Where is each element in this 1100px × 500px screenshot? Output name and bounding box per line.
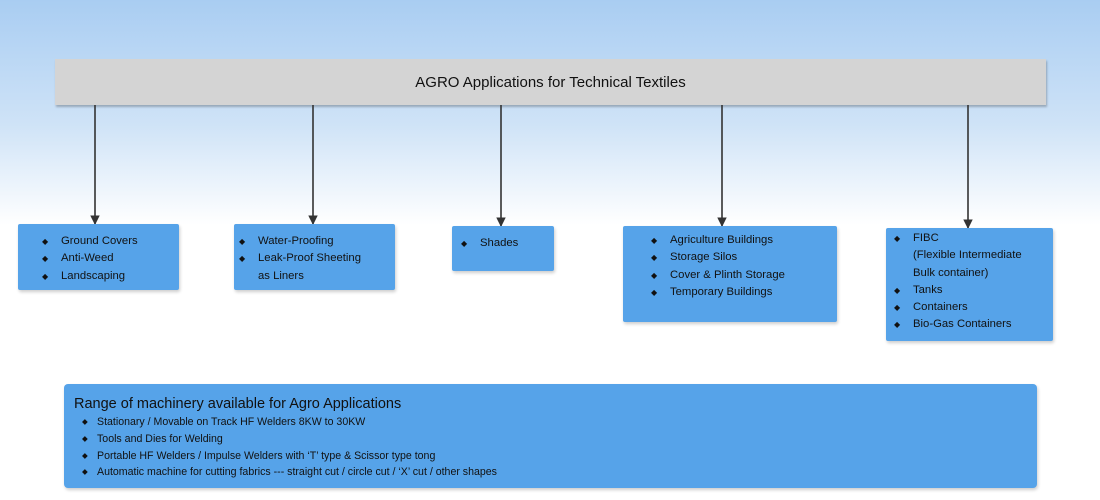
machinery-item: ◆Tools and Dies for Welding	[74, 431, 1037, 448]
list-item: ◆Temporary Buildings	[649, 284, 837, 301]
list-item: ◆Shades	[459, 235, 554, 252]
diamond-bullet-icon: ◆	[651, 253, 658, 263]
category-box-3: ◆Shades	[452, 226, 554, 271]
machinery-title: Range of machinery available for Agro Ap…	[74, 396, 402, 412]
list-item: ◆Landscaping	[40, 268, 179, 285]
diamond-bullet-icon: ◆	[894, 303, 901, 313]
diamond-bullet-icon: ◆	[82, 433, 88, 443]
category-box-5: ◆FIBC (Flexible Intermediate Bulk contai…	[886, 228, 1053, 341]
list-item-continuation: as Liners	[258, 269, 304, 282]
machinery-item: ◆Automatic machine for cutting fabrics -…	[74, 464, 1037, 481]
category-box-1: ◆Ground Covers ◆Anti-Weed ◆Landscaping	[18, 224, 179, 290]
diamond-bullet-icon: ◆	[894, 320, 901, 330]
machinery-item: ◆Portable HF Welders / Impulse Welders w…	[74, 448, 1037, 465]
diamond-bullet-icon: ◆	[651, 270, 658, 280]
diamond-bullet-icon: ◆	[239, 254, 246, 264]
diamond-bullet-icon: ◆	[651, 287, 658, 297]
diamond-bullet-icon: ◆	[82, 417, 88, 426]
diamond-bullet-icon: ◆	[894, 285, 901, 295]
list-item: ◆Cover & Plinth Storage	[649, 267, 837, 284]
diamond-bullet-icon: ◆	[42, 271, 49, 281]
list-item: ◆Leak-Proof Sheeting	[237, 250, 395, 267]
list-item: ◆Containers	[892, 299, 1053, 316]
list-item: ◆FIBC	[892, 230, 1053, 247]
list-item: ◆Water-Proofing	[237, 233, 395, 250]
diamond-bullet-icon: ◆	[461, 239, 468, 248]
list-item: ◆Tanks	[892, 282, 1053, 299]
diamond-bullet-icon: ◆	[42, 237, 49, 246]
diamond-bullet-icon: ◆	[42, 254, 49, 264]
diamond-bullet-icon: ◆	[82, 450, 88, 460]
list-item: ◆Bio-Gas Containers	[892, 316, 1053, 333]
machinery-item: ◆Stationary / Movable on Track HF Welder…	[74, 414, 1037, 431]
list-item: ◆Anti-Weed	[40, 250, 179, 267]
category-box-2: ◆Water-Proofing ◆Leak-Proof Sheeting as …	[234, 224, 395, 290]
list-item: ◆Ground Covers	[40, 233, 179, 250]
diagram-title-text: AGRO Applications for Technical Textiles	[415, 73, 686, 91]
category-box-4: ◆Agriculture Buildings ◆Storage Silos ◆C…	[623, 226, 837, 322]
diamond-bullet-icon: ◆	[82, 467, 88, 477]
diagram-title: AGRO Applications for Technical Textiles	[55, 59, 1046, 105]
machinery-box: Range of machinery available for Agro Ap…	[64, 384, 1037, 488]
list-item-continuation: (Flexible Intermediate	[913, 249, 1022, 262]
diamond-bullet-icon: ◆	[894, 234, 901, 243]
diamond-bullet-icon: ◆	[651, 236, 658, 245]
list-item: ◆Storage Silos	[649, 249, 837, 266]
list-item: ◆Agriculture Buildings	[649, 232, 837, 249]
diamond-bullet-icon: ◆	[239, 237, 246, 246]
list-item-continuation: Bulk container)	[913, 266, 989, 279]
